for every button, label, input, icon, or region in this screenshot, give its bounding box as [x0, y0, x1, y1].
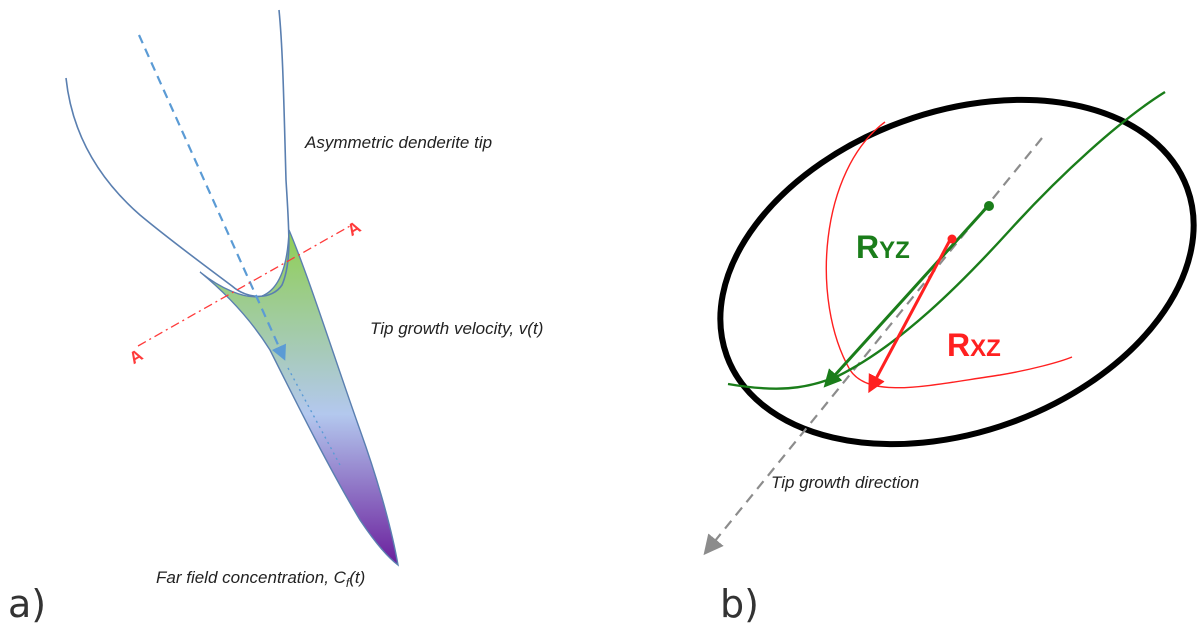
r-yz-vector — [823, 204, 990, 388]
panel-b-label: b) — [720, 582, 759, 624]
panel-a: A A Asymmetric denderite tip Tip growth … — [8, 9, 543, 624]
cross-section-ellipse — [717, 96, 1197, 448]
dendrite-outline — [65, 9, 290, 298]
tip-gradient-body — [199, 229, 399, 567]
r-yz-label: RYZ — [856, 229, 910, 265]
panel-b: RYZ RXZ Tip growth direction b) — [703, 90, 1197, 624]
tip-growth-direction-label: Tip growth direction — [771, 473, 919, 492]
asymmetric-tip-label: Asymmetric denderite tip — [304, 133, 492, 152]
r-xz-origin-dot — [947, 234, 957, 244]
r-xz-vector — [868, 239, 952, 394]
growth-axis-dotted — [287, 367, 341, 466]
section-line-a-a — [137, 225, 351, 347]
growth-axis-dashed — [137, 34, 286, 361]
section-marker-right: A — [344, 217, 364, 240]
r-xz-label: RXZ — [947, 327, 1001, 363]
section-marker-left: A — [126, 345, 146, 368]
r-yz-origin-dot — [984, 201, 994, 211]
xz-profile-curve — [825, 121, 1073, 389]
yz-profile-curve — [727, 90, 1166, 390]
panel-a-label: a) — [8, 582, 46, 624]
tip-velocity-label: Tip growth velocity, v(t) — [370, 319, 543, 338]
far-field-label: Far field concentration, Cf(t) — [156, 568, 365, 590]
